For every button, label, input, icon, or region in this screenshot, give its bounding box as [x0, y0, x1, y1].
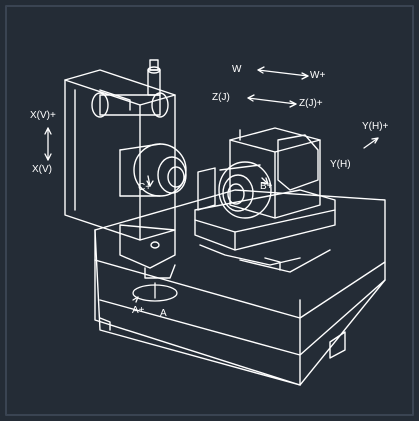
label-zj-plus: Z(J)+	[299, 98, 323, 109]
label-xv-plus: X(V)+	[30, 110, 56, 121]
label-yh-minus: Y(H)	[330, 159, 351, 170]
axis-arrows	[44, 66, 379, 303]
inner-border	[5, 5, 414, 416]
label-xv-minus: X(V)	[32, 164, 52, 175]
label-c-plus: C+	[138, 182, 152, 193]
w-arrow	[257, 69, 309, 77]
yh-arrow	[363, 137, 379, 149]
zj-arrow	[247, 97, 297, 105]
label-a-minus: A	[160, 308, 167, 319]
label-yh-plus: Y(H)+	[362, 121, 389, 132]
label-w-minus: W	[232, 64, 242, 75]
left-column	[64, 59, 187, 279]
right-head	[194, 127, 336, 271]
label-zj-minus: Z(J)	[212, 92, 230, 103]
label-w-plus: W+	[310, 70, 326, 81]
machine-base	[94, 189, 386, 386]
label-a-plus: A+	[132, 305, 145, 316]
label-b-plus: B+	[260, 181, 273, 192]
